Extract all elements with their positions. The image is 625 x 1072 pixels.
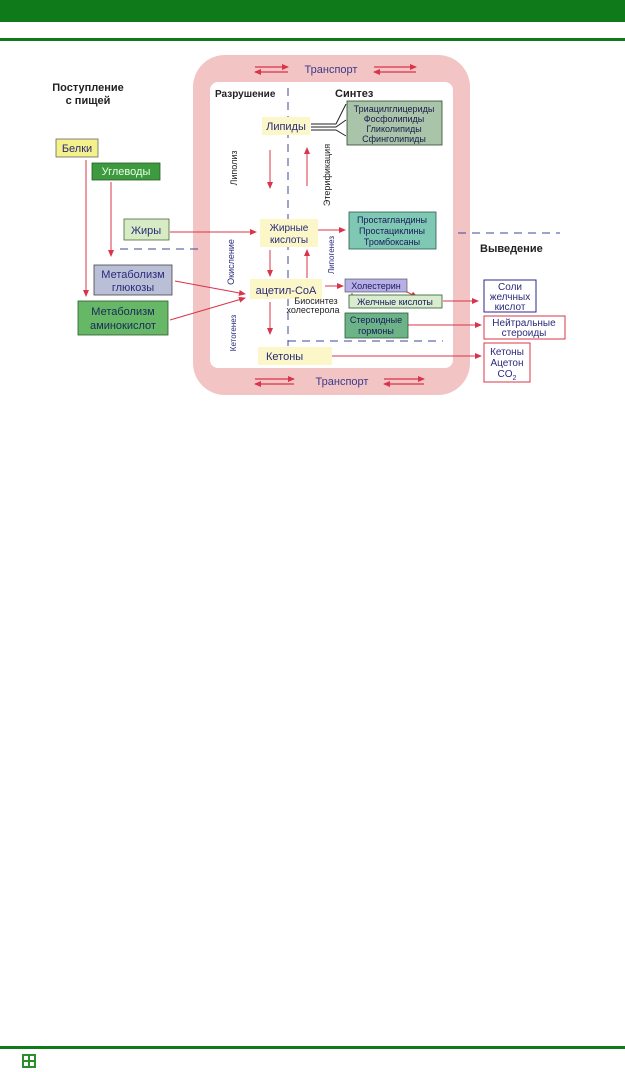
ketogenesis-label: Кетогенез xyxy=(229,314,238,351)
fatty-acids-box xyxy=(260,219,318,247)
fatty-line1: Жирные xyxy=(270,223,309,234)
lipid-type-2: Гликолипиды xyxy=(366,124,421,134)
fatty-line2: кислоты xyxy=(270,235,308,246)
glucose-line2: глюкозы xyxy=(112,282,154,294)
acetyl-coa-box xyxy=(250,279,322,299)
steroid-line1: Стероидные xyxy=(350,315,402,325)
esterification-label: Этерификация xyxy=(322,144,332,206)
lipid-type-3: Сфинголипиды xyxy=(362,134,426,144)
amino-line2: аминокислот xyxy=(90,320,156,332)
synthesis-header: Синтез xyxy=(335,88,374,100)
ketones-box xyxy=(258,347,332,365)
biosynthesis-line1: Биосинтез xyxy=(294,296,337,306)
glucose-metabolism-box xyxy=(93,264,173,296)
top-divider xyxy=(0,38,625,41)
out-ketones-box xyxy=(483,342,531,383)
intake-title-line1: Поступление xyxy=(52,82,124,94)
acetyl-label: ацетил-CoA xyxy=(256,285,317,297)
oxidation-label: Окисление xyxy=(226,239,236,285)
lipolysis-label: Липолиз xyxy=(229,150,239,185)
neutral-line1: Нейтральные xyxy=(492,318,556,329)
lipid-type-1: Фосфолипиды xyxy=(364,114,424,124)
bile-salts-line3: кислот xyxy=(495,302,526,313)
eicosanoids-box xyxy=(348,211,437,250)
bile-salts-box xyxy=(483,279,537,313)
amino-line1: Метаболизм xyxy=(91,306,154,318)
transport-bottom-label: Транспорт xyxy=(316,376,369,388)
eicosanoid-1: Простациклины xyxy=(359,226,425,236)
transport-arrows-top xyxy=(254,64,417,75)
lipid-type-0: Триацилглицериды xyxy=(354,104,435,114)
cholesterol-box xyxy=(344,278,408,293)
fats-label: Жиры xyxy=(131,225,161,237)
arrow-amino-to-acetyl xyxy=(169,296,246,321)
bottom-divider xyxy=(0,1046,625,1049)
neutral-line2: стероиды xyxy=(502,328,547,339)
carbs-box xyxy=(91,162,161,181)
neutral-steroids-box xyxy=(483,315,566,340)
biosynthesis-line2: холестерола xyxy=(286,305,339,315)
excretion-header: Выведение xyxy=(480,243,543,255)
lipids-label: Липиды xyxy=(266,121,306,133)
arrow-glucose-to-acetyl xyxy=(174,280,246,296)
proteins-label: Белки xyxy=(62,143,92,155)
steroid-line2: гормоны xyxy=(358,326,394,336)
lipogenesis-label: Липогенез xyxy=(327,236,336,274)
eicosanoid-0: Простагландины xyxy=(357,215,427,225)
bile-acids-label: Желчные кислоты xyxy=(357,297,433,307)
out-ketones-1: Ацетон xyxy=(490,358,523,369)
breakdown-header: Разрушение xyxy=(215,89,276,100)
lipid-types-box xyxy=(346,100,443,146)
bile-salts-line2: желчных xyxy=(490,292,530,303)
co2-subscript: 2 xyxy=(513,375,517,382)
ketones-label: Кетоны xyxy=(266,351,303,363)
glucose-line1: Метаболизм xyxy=(101,269,164,281)
publisher-logo-icon xyxy=(22,1054,36,1068)
steroid-box xyxy=(344,312,409,339)
out-ketones-0: Кетоны xyxy=(490,347,524,358)
proteins-box xyxy=(55,138,99,158)
lipids-box xyxy=(262,117,310,135)
transport-arrows-bottom xyxy=(254,376,425,387)
bile-acids-box xyxy=(348,294,443,309)
amino-metabolism-box xyxy=(77,300,169,336)
intake-title-line2: с пищей xyxy=(66,95,111,107)
transport-top-label: Транспорт xyxy=(305,64,358,76)
co2-text: CO xyxy=(498,369,513,380)
fats-box xyxy=(123,218,170,241)
carbs-label: Углеводы xyxy=(102,166,151,178)
lipid-bracket xyxy=(311,103,347,137)
cholesterol-label: Холестерин xyxy=(351,281,401,291)
bile-salts-line1: Соли xyxy=(498,282,522,293)
eicosanoid-2: Тромбоксаны xyxy=(364,237,420,247)
out-ketones-2: CO2 xyxy=(498,369,517,382)
top-bar xyxy=(0,0,625,22)
